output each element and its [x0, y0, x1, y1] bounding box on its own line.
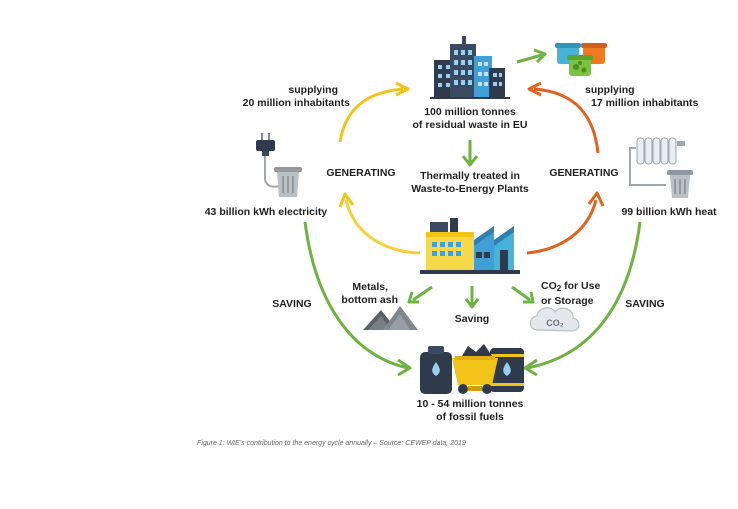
fossil-fuels-label: 10 - 54 million tonnes of fossil fuels	[395, 398, 545, 424]
left-generating-label: GENERATING	[326, 167, 396, 179]
waste-label-line2: of residual waste in EU	[412, 119, 528, 131]
fossil-fuels-icon	[420, 344, 524, 394]
electricity-plug-icon	[256, 133, 281, 188]
right-waste-bin-icon	[667, 170, 693, 198]
electricity-output-label: 43 billion kWh electricity	[204, 206, 328, 218]
right-saving-label: SAVING	[625, 298, 665, 310]
fossil-line2: of fossil fuels	[436, 411, 504, 423]
arrow-heat-saving-fossil	[523, 221, 642, 377]
arrow-plant-to-heat	[526, 191, 605, 255]
left-waste-bin-icon	[274, 167, 302, 197]
co2-label-line2: or Storage	[541, 295, 594, 307]
arrow-waste-to-bins	[516, 48, 547, 64]
left-supply-line2: 20 million inhabitants	[242, 97, 350, 109]
left-saving-label: SAVING	[272, 298, 312, 310]
waste-label-line1: 100 million tonnes	[424, 106, 516, 118]
city-buildings-icon	[430, 36, 510, 99]
figure-caption: Figure 1: WtE's contribution to the ener…	[197, 440, 466, 447]
co2-label: CO2 for Use or Storage	[541, 280, 621, 308]
co2-cloud-text: CO₂	[546, 318, 564, 328]
treated-label-line1: Thermally treated in	[420, 170, 520, 182]
arrow-plant-to-metals	[407, 285, 433, 304]
right-supply-label: supplying 17 million inhabitants	[585, 84, 715, 110]
arrow-electricity-saving-fossil	[303, 221, 412, 377]
waste-to-energy-plant-icon	[420, 218, 520, 274]
treated-label-line2: Waste-to-Energy Plants	[411, 183, 529, 195]
arrow-plant-to-saving	[464, 286, 480, 309]
metals-line2: bottom ash	[341, 294, 398, 306]
bottom-ash-pile-icon	[363, 306, 418, 330]
waste-label: 100 million tonnes of residual waste in …	[395, 106, 545, 132]
metals-label: Metals, bottom ash	[330, 281, 398, 307]
heat-output-label: 99 billion kWh heat	[621, 206, 717, 218]
arrow-waste-to-plant	[461, 140, 479, 167]
co2-suffix: for Use	[561, 280, 601, 292]
fossil-line1: 10 - 54 million tonnes	[416, 398, 524, 410]
arrow-electricity-to-waste	[338, 81, 410, 143]
metals-line1: Metals,	[352, 281, 388, 293]
co2-label-line1: CO2 for Use	[541, 280, 621, 295]
co2-subscript: 2	[556, 284, 562, 293]
co2-prefix: CO	[541, 280, 557, 292]
radiator-icon	[629, 137, 685, 186]
right-supply-line2: 17 million inhabitants	[591, 97, 699, 109]
arrow-plant-to-electricity	[338, 192, 421, 255]
recycling-bins-icon	[555, 43, 607, 76]
left-supply-label: supplying 20 million inhabitants	[220, 84, 350, 110]
right-generating-label: GENERATING	[549, 167, 619, 179]
bottom-saving-label: Saving	[454, 313, 490, 325]
right-supply-line1: supplying	[585, 84, 635, 96]
arrow-heat-to-waste	[527, 81, 600, 154]
co2-cloud-icon	[529, 307, 580, 332]
treated-label: Thermally treated in Waste-to-Energy Pla…	[395, 170, 545, 196]
left-supply-line1: supplying	[288, 84, 338, 96]
arrow-plant-to-co2	[511, 285, 535, 304]
